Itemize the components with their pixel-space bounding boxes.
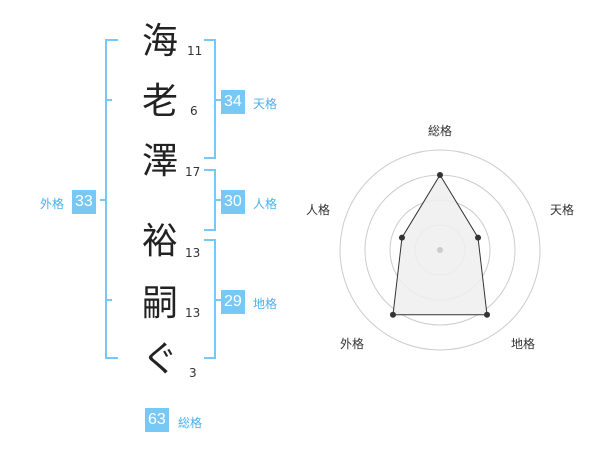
stroke-count-1: 11 bbox=[187, 44, 203, 58]
name-char-6: ぐ bbox=[141, 339, 178, 380]
name-char-3: 澤 bbox=[141, 141, 178, 182]
soukaku-score-badge: 63 bbox=[145, 408, 169, 432]
radar-label-tenkaku: 天格 bbox=[550, 203, 575, 217]
chikaku-score-badge: 29 bbox=[221, 290, 245, 314]
radar-center-dot bbox=[437, 247, 443, 253]
radar-label-gaikaku: 外格 bbox=[340, 337, 365, 351]
stroke-count-3: 17 bbox=[185, 165, 201, 179]
gaikaku-label: 外格 bbox=[40, 197, 65, 211]
radar-label-chikaku: 地格 bbox=[511, 337, 536, 351]
name-char-1: 海 bbox=[141, 21, 178, 62]
radar-point-tenkaku bbox=[475, 234, 482, 241]
radar-polygon bbox=[392, 174, 488, 316]
jinkaku-score-badge: 30 bbox=[221, 190, 245, 214]
radar-point-chikaku bbox=[484, 311, 491, 318]
radar-point-jinkaku bbox=[398, 234, 405, 241]
radar-point-gaikaku bbox=[389, 311, 396, 318]
tenkaku-score-badge: 34 bbox=[221, 90, 245, 114]
soukaku-label: 総格 bbox=[178, 416, 203, 430]
radar-label-jinkaku: 人格 bbox=[306, 203, 331, 217]
gaikaku-score-badge: 33 bbox=[72, 190, 96, 214]
jinkaku-label: 人格 bbox=[253, 197, 278, 211]
name-char-5: 嗣 bbox=[141, 283, 178, 324]
chikaku-label: 地格 bbox=[253, 297, 278, 311]
stroke-count-5: 13 bbox=[185, 306, 201, 320]
radar-ring-1 bbox=[339, 149, 541, 351]
name-char-4: 裕 bbox=[141, 221, 178, 262]
stroke-count-2: 6 bbox=[190, 104, 198, 118]
stroke-count-6: 3 bbox=[189, 366, 197, 380]
name-char-2: 老 bbox=[141, 81, 178, 122]
radar-point-soukaku bbox=[437, 172, 443, 178]
tenkaku-label: 天格 bbox=[253, 97, 278, 111]
stroke-count-4: 13 bbox=[185, 246, 201, 260]
radar-label-soukaku: 総格 bbox=[428, 124, 453, 138]
